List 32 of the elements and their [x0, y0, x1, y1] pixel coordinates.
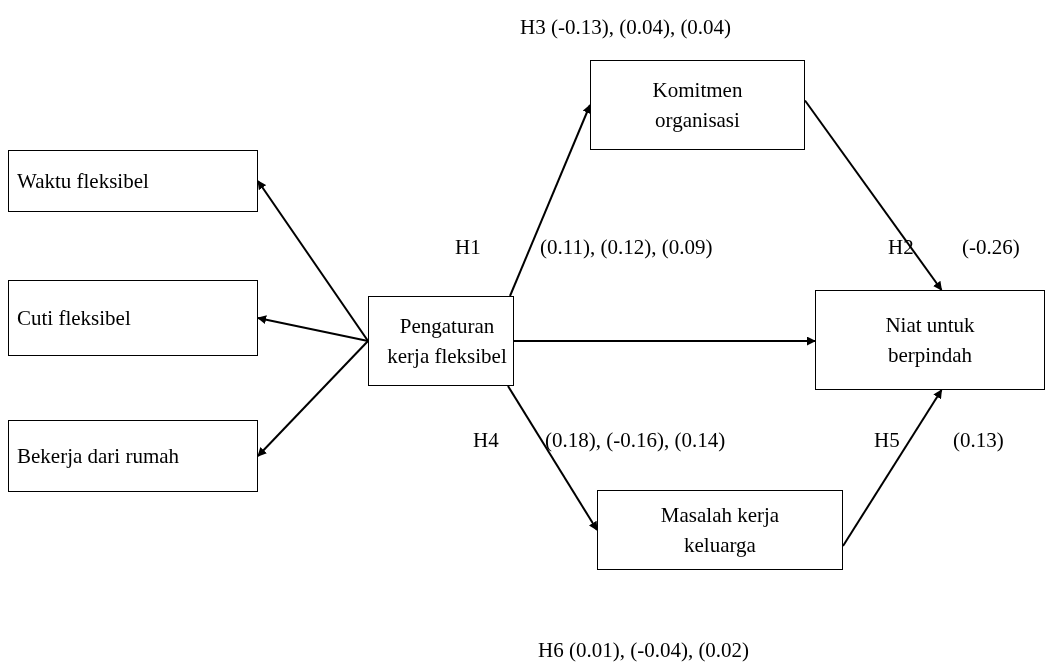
arrow — [507, 385, 598, 531]
coefficient-label: (0.11), (0.12), (0.09) — [540, 234, 713, 261]
variable-name: Niat untuk berpindah — [884, 311, 976, 369]
coefficient-label: H5 — [874, 427, 900, 454]
variable-name: Pengaturan kerja fleksibel — [386, 312, 508, 370]
arrow — [509, 104, 591, 297]
arrow — [257, 340, 369, 457]
coefficient-label: H1 — [455, 234, 481, 261]
coefficient-label: (0.13) — [953, 427, 1004, 454]
variable-box — [815, 290, 1045, 390]
coefficient-label: H3 (-0.13), (0.04), (0.04) — [520, 14, 732, 41]
arrow — [513, 336, 816, 346]
variable-box — [590, 60, 805, 150]
arrow — [257, 315, 369, 342]
coefficient-label: H4 — [473, 427, 499, 454]
variable-box — [8, 150, 258, 212]
coefficient-label: H2 — [888, 234, 914, 261]
coefficient-label: (-0.26) — [962, 234, 1020, 261]
arrow — [804, 99, 943, 291]
variable-name: Bekerja dari rumah — [17, 442, 180, 470]
coefficient-label: H6 (0.01), (-0.04), (0.02) — [538, 637, 750, 664]
variable-box — [597, 490, 843, 570]
variable-name: Komitmen organisasi — [651, 76, 744, 134]
variable-name: Waktu fleksibel — [17, 167, 149, 195]
coefficient-label: (0.18), (-0.16), (0.14) — [545, 427, 726, 454]
arrow — [257, 180, 369, 342]
variable-box — [368, 296, 514, 386]
variable-name: Cuti fleksibel — [17, 304, 131, 332]
arrow — [842, 389, 943, 547]
variable-box — [8, 420, 258, 492]
variable-box — [8, 280, 258, 356]
variable-name: Masalah kerja keluarga — [659, 501, 781, 559]
